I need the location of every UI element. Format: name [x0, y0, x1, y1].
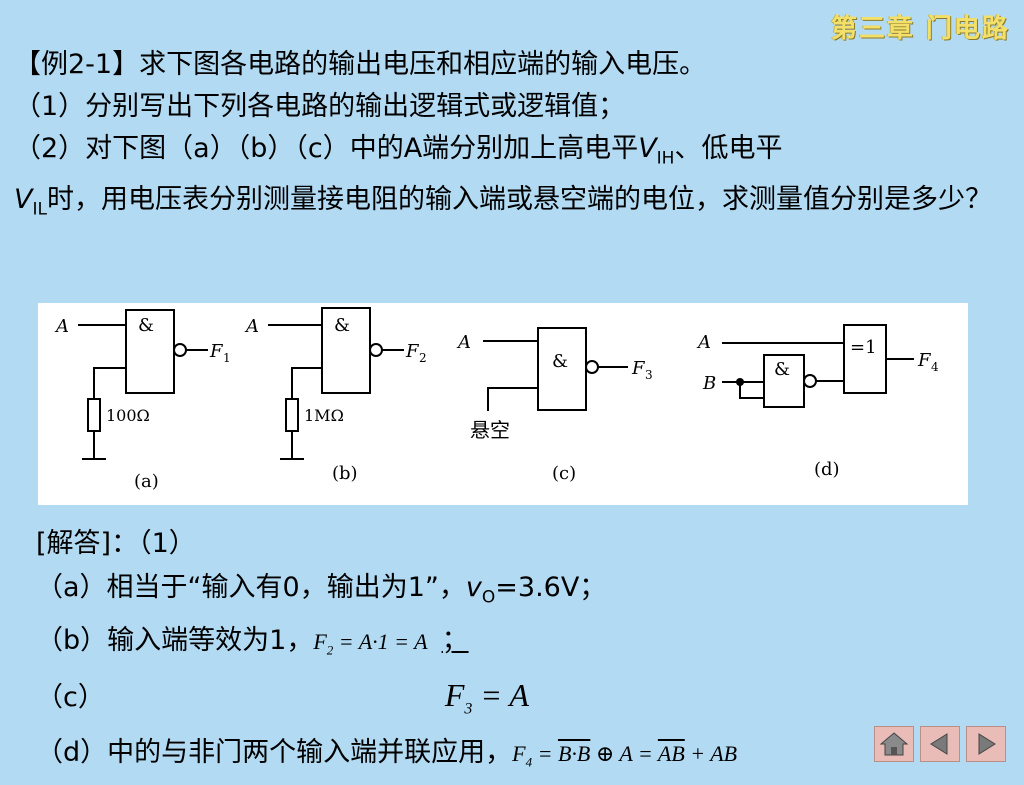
answer-block: [解答]：（1） （a）相当于“输入有0，输出为1”，vO=3.6V； （b）输… [36, 522, 996, 785]
fig-d-nand-symbol: & [774, 359, 790, 380]
slide-navigation [874, 726, 1006, 762]
fig-b-gate-symbol: & [334, 315, 350, 336]
answer-b-formula: F2 = A·1 = A [313, 629, 428, 658]
question-block: 【例2-1】求下图各电路的输出电压和相应端的输入电压。 （1）分别写出下列各电路… [14, 44, 1014, 231]
answer-heading: [解答]：（1） [36, 528, 196, 559]
fig-a-caption: (a) [134, 471, 159, 492]
fig-c-input-label: A [456, 332, 471, 353]
question-title: 【例2-1】求下图各电路的输出电压和相应端的输入电压。 [14, 49, 707, 80]
answer-a: （a）相当于“输入有0，输出为1”，vO=3.6V； [36, 572, 607, 608]
question-part-1: （1）分别写出下列各电路的输出逻辑式或逻辑值； [14, 91, 626, 122]
fig-a-output-label: F [209, 341, 224, 362]
answer-d-formula: F4 = B·B ⊕ A = AB + AB [512, 741, 738, 770]
fig-d-caption: (d) [814, 459, 840, 480]
home-button[interactable] [874, 726, 914, 762]
fig-b-output-sub: 2 [419, 351, 427, 365]
fig-c-output-label: F [631, 358, 646, 379]
previous-icon [930, 733, 948, 755]
answer-b: （b）输入端等效为1，F2 = A·1 = A； [36, 625, 469, 658]
fig-c-floating-label: 悬空 [470, 418, 510, 442]
fig-a-output-sub: 1 [223, 351, 231, 365]
answer-c: （c）F3 = A [36, 676, 529, 718]
previous-button[interactable] [920, 726, 960, 762]
answer-d: （d）中的与非门两个输入端并联应用，F4 = B·B ⊕ A = AB + AB [36, 737, 738, 770]
answer-c-formula: F3 = A [444, 676, 529, 718]
circuit-diagram: A A A A B F F F F 1 2 3 4 & & & & =1 100… [54, 307, 939, 492]
next-button[interactable] [966, 726, 1006, 762]
fig-a-input-label: A [54, 316, 69, 337]
fig-d-output-label: F [917, 350, 932, 371]
circuit-figure: A A A A B F F F F 1 2 3 4 & & & & =1 100… [38, 303, 968, 505]
fig-c-caption: (c) [552, 463, 576, 484]
fig-b-caption: (b) [332, 463, 358, 484]
home-icon [879, 732, 909, 756]
fig-d-input-a-label: A [696, 332, 711, 353]
fig-c-gate-symbol: & [552, 351, 568, 372]
fig-d-output-sub: 4 [931, 360, 939, 374]
fig-d-input-b-label: B [702, 373, 716, 394]
fig-b-input-label: A [244, 316, 259, 337]
next-icon [978, 733, 996, 755]
fig-d-xor-symbol: =1 [850, 337, 877, 358]
fig-b-output-label: F [405, 341, 420, 362]
fig-b-resistor-label: 1MΩ [304, 406, 344, 425]
chapter-title: 第三章 门电路 [830, 14, 1010, 44]
fig-c-output-sub: 3 [645, 368, 653, 382]
fig-a-gate-symbol: & [138, 315, 154, 336]
fig-a-resistor-label: 100Ω [106, 406, 150, 425]
